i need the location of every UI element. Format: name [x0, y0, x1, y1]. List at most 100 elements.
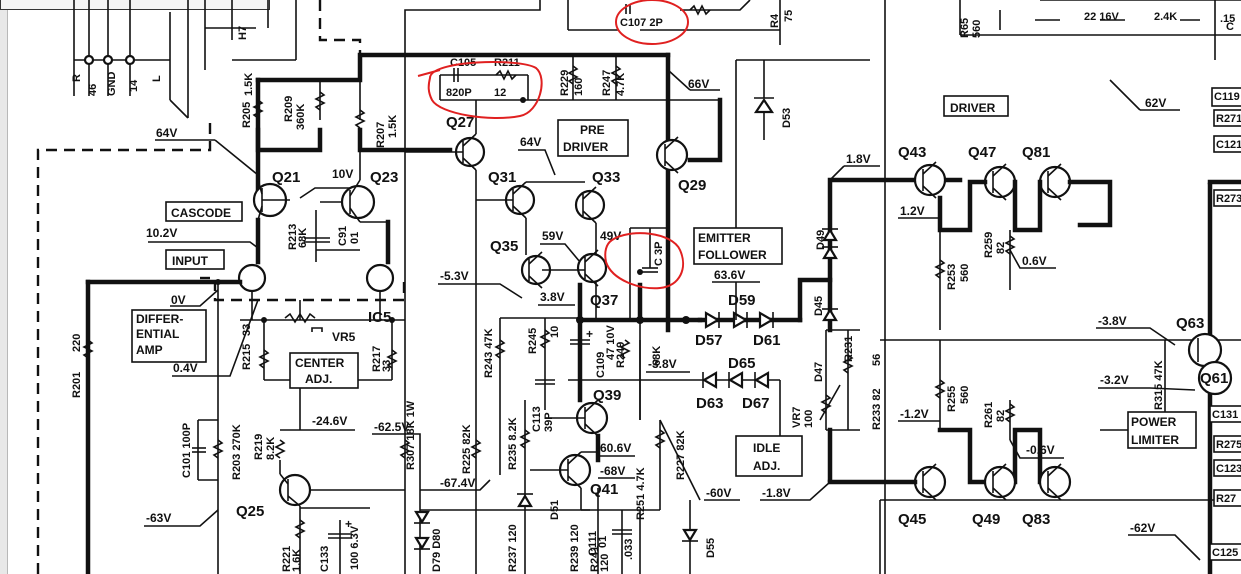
- label-c105-val: 820P: [446, 87, 472, 99]
- label-r65: R65: [959, 18, 971, 38]
- label-c133-val: 100 6.3V: [349, 525, 361, 570]
- label-10v: 10V: [332, 167, 353, 181]
- label-04v: 0.4V: [173, 361, 198, 375]
- label-r231: R231: [843, 336, 855, 362]
- label-r255: R255: [946, 386, 958, 412]
- label-68v: -68V: [600, 464, 625, 478]
- label-r259: R259: [983, 232, 995, 258]
- viewer-popup-corner: [0, 0, 270, 10]
- label-015: .15: [1220, 13, 1235, 25]
- label-r259-val: 82: [995, 242, 1007, 254]
- label-n46: 46: [87, 84, 99, 96]
- idle-adj-region: IDLE ADJ. VR7 100 R231 56 R233 82 -1.8V: [735, 329, 883, 501]
- label-r275: R275: [1216, 439, 1241, 451]
- label-q37: Q37: [590, 292, 618, 309]
- label-q83: Q83: [1022, 511, 1050, 528]
- label-d79-d80: D79 D80: [431, 529, 443, 572]
- label-r207: R207: [375, 122, 387, 148]
- label-diff-amp-3: AMP: [136, 343, 163, 357]
- label-r201: R201: [71, 372, 83, 398]
- label-d59: D59: [728, 292, 756, 309]
- label-vr5: VR5: [332, 330, 356, 344]
- label-l-in: L: [151, 75, 163, 82]
- label-66v: 66V: [688, 77, 709, 91]
- center-adj-label-box: CENTER ADJ.: [289, 352, 359, 389]
- bias-input-network: R201 220 C101 100P R203 270K R219 8.2K Q…: [71, 334, 491, 574]
- label-d65: D65: [728, 355, 756, 372]
- label-power-limiter-1: POWER: [1131, 415, 1177, 429]
- label-r201-val: 220: [71, 334, 83, 352]
- label-c-033: .033: [623, 539, 635, 560]
- label-c131: C131: [1212, 409, 1238, 421]
- label-r239: R239 120: [569, 524, 581, 572]
- label-r255-val: 560: [959, 386, 971, 404]
- diff-amp-label-box: DIFFER- ENTIAL AMP: [131, 309, 207, 363]
- label-r219-val: 8.2K: [265, 437, 277, 460]
- label-r217: R217: [371, 346, 383, 372]
- label-c113-val: 39P: [543, 412, 555, 432]
- label-r245: R245: [527, 328, 539, 354]
- label-r229-val: 160: [573, 78, 585, 96]
- label-64v-q31: 64V: [520, 135, 541, 149]
- label-d55: D55: [705, 538, 717, 558]
- red-annotations: [417, 0, 689, 290]
- label-18v: 1.8V: [846, 152, 871, 166]
- top-traces: [404, 0, 1241, 574]
- driver-label-box: DRIVER: [943, 95, 1009, 117]
- label-r-in: R: [71, 74, 83, 82]
- label-cascode: CASCODE: [171, 206, 231, 220]
- label-diff-amp-2: ENTIAL: [136, 327, 179, 341]
- label-18v-neg: -1.8V: [762, 486, 791, 500]
- input-label-box: INPUT: [165, 249, 225, 270]
- label-q33: Q33: [592, 169, 620, 186]
- label-38v-neg: -3.8V: [648, 357, 677, 371]
- label-r233: R233 82: [871, 388, 883, 430]
- label-c119: C119: [1214, 91, 1240, 103]
- cascode-label-box: CASCODE: [165, 201, 243, 222]
- label-d45: D45: [813, 296, 825, 316]
- label-q49: Q49: [972, 511, 1000, 528]
- label-q45: Q45: [898, 511, 926, 528]
- label-62v-top: 62V: [1145, 96, 1166, 110]
- label-r65-val: 560: [971, 20, 983, 38]
- label-d61: D61: [753, 332, 781, 349]
- q27-region: C105 R211 820P 12 R229 160 R247 4.7K Q27…: [405, 55, 723, 574]
- label-d57: D57: [695, 332, 723, 349]
- label-diff-amp-1: DIFFER-: [136, 312, 183, 326]
- label-q23: Q23: [370, 169, 398, 186]
- label-r4: R4: [769, 13, 781, 28]
- label-power-limiter-2: LIMITER: [1131, 433, 1179, 447]
- label-53v: -5.3V: [440, 269, 469, 283]
- label-62v-bot: -62V: [1130, 521, 1155, 535]
- red-circle-c105-r211: [427, 61, 543, 119]
- label-63v: -63V: [146, 511, 171, 525]
- label-32v: -3.2V: [1100, 373, 1129, 387]
- label-c107: C107 2P: [620, 17, 663, 29]
- label-r207-val: 1.5K: [387, 115, 399, 138]
- label-r307: R307 18K 1W: [405, 400, 417, 470]
- label-driver: DRIVER: [950, 101, 996, 115]
- label-d67: D67: [742, 395, 770, 412]
- lower-output-stage: R255 560 -1.2V R261 82 -0.6V Q45 Q49 Q83…: [827, 339, 1241, 574]
- pre-driver-label-box: PRE DRIVER: [557, 119, 629, 157]
- label-center-adj-1: CENTER: [295, 356, 345, 370]
- label-49v: 49V: [600, 229, 621, 243]
- label-r213: R213: [287, 224, 299, 250]
- label-636v: 63.6V: [714, 268, 745, 282]
- viewer-window-edge: [0, 0, 8, 574]
- label-c113: C113: [531, 406, 543, 432]
- label-c125: C125: [1212, 547, 1238, 559]
- label-r251: R251 4.7K: [635, 467, 647, 520]
- label-q21: Q21: [272, 169, 300, 186]
- label-q27: Q27: [446, 114, 474, 131]
- label-emitter-follower-2: FOLLOWER: [698, 248, 767, 262]
- label-d49: D49: [815, 230, 827, 250]
- label-q61: Q61: [1200, 370, 1228, 387]
- label-38v-q63: -3.8V: [1098, 314, 1127, 328]
- label-r203: R203 270K: [231, 424, 243, 480]
- label-r205: R205: [241, 102, 253, 128]
- label-r229: R229: [559, 70, 571, 96]
- label-vr7-val: 100: [803, 410, 815, 428]
- label-r241-val: 120: [599, 554, 611, 572]
